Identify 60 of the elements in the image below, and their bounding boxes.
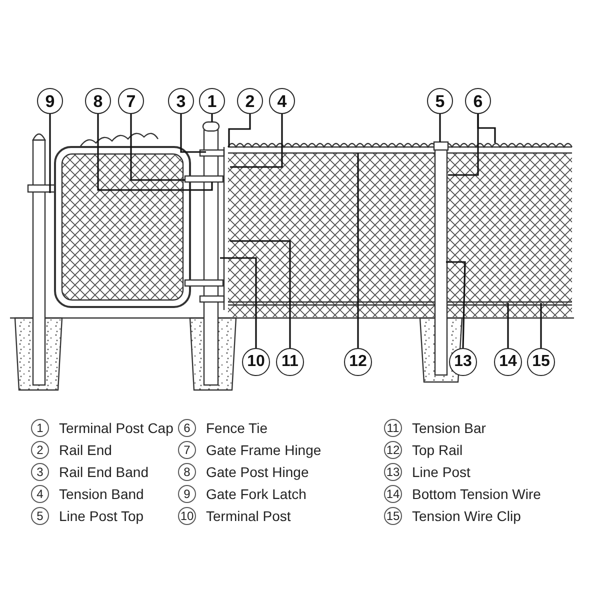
key-number: 11 — [384, 419, 402, 437]
part-name: Tension Bar — [412, 420, 486, 436]
key-number: 8 — [178, 463, 196, 481]
key-number: 4 — [31, 485, 49, 503]
leader-line — [446, 261, 466, 348]
part-name: Tension Wire Clip — [412, 508, 521, 524]
leader-line — [230, 114, 283, 168]
part-name: Line Post Top — [59, 508, 144, 524]
callout-number: 6 — [465, 88, 491, 114]
callout-number: 1 — [199, 88, 225, 114]
part-name: Fence Tie — [206, 420, 268, 436]
part-name: Gate Post Hinge — [206, 464, 309, 480]
callout-number: 2 — [237, 88, 263, 114]
key-number: 5 — [31, 507, 49, 525]
callout-number: 5 — [427, 88, 453, 114]
leader-line — [180, 114, 206, 153]
leader-line — [97, 114, 213, 191]
key-number: 10 — [178, 507, 196, 525]
key-number: 14 — [384, 485, 402, 503]
key-number: 3 — [31, 463, 49, 481]
key-number: 9 — [178, 485, 196, 503]
part-name: Gate Fork Latch — [206, 486, 306, 502]
part-name: Terminal Post — [206, 508, 291, 524]
callout-number: 13 — [449, 348, 477, 376]
leader-line — [477, 114, 496, 143]
leader-line — [211, 114, 213, 122]
callout-number: 4 — [269, 88, 295, 114]
leader-line — [540, 303, 542, 348]
leader-line — [220, 257, 257, 348]
key-number: 7 — [178, 441, 196, 459]
leader-line — [130, 114, 185, 181]
callout-number: 8 — [85, 88, 111, 114]
leader-line — [49, 114, 51, 193]
leader-line — [230, 240, 291, 348]
callout-number: 7 — [118, 88, 144, 114]
callout-number: 12 — [344, 348, 372, 376]
key-number: 6 — [178, 419, 196, 437]
callout-number: 3 — [168, 88, 194, 114]
leader-line — [507, 303, 509, 348]
key-number: 13 — [384, 463, 402, 481]
callout-number: 15 — [527, 348, 555, 376]
callout-number: 9 — [37, 88, 63, 114]
key-number: 1 — [31, 419, 49, 437]
part-name: Terminal Post Cap — [59, 420, 174, 436]
key-number: 15 — [384, 507, 402, 525]
part-name: Line Post — [412, 464, 470, 480]
part-name: Tension Band — [59, 486, 144, 502]
part-name: Rail End — [59, 442, 112, 458]
callout-number: 11 — [276, 348, 304, 376]
part-name: Top Rail — [412, 442, 463, 458]
part-name: Rail End Band — [59, 464, 149, 480]
part-name: Gate Frame Hinge — [206, 442, 322, 458]
leader-line — [439, 114, 441, 142]
key-number: 12 — [384, 441, 402, 459]
key-number: 2 — [31, 441, 49, 459]
leader-line — [357, 153, 359, 348]
callout-number: 10 — [242, 348, 270, 376]
callout-number: 14 — [494, 348, 522, 376]
leader-line — [228, 114, 251, 147]
part-name: Bottom Tension Wire — [412, 486, 541, 502]
